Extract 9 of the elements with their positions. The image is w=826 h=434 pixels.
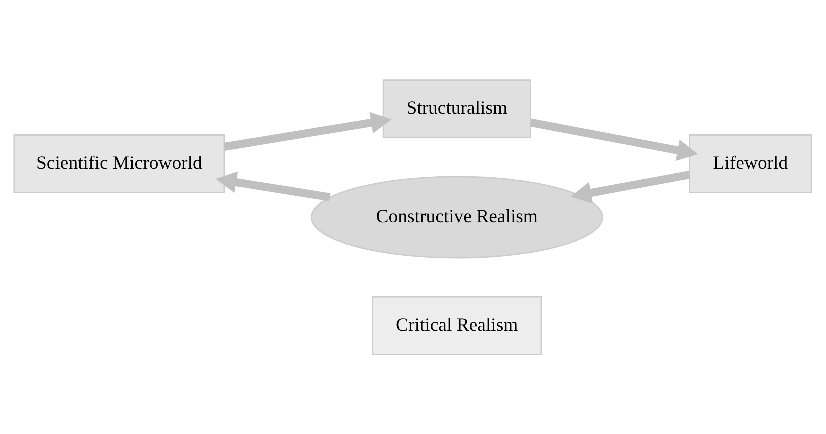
arrow <box>216 171 331 201</box>
arrow <box>224 112 392 150</box>
node-box: Lifeworld <box>689 134 812 193</box>
node-box: Critical Realism <box>372 296 542 355</box>
node-ellipse: Constructive Realism <box>310 176 604 258</box>
node-box: Scientific Microworld <box>14 134 226 193</box>
node-box: Structuralism <box>382 79 532 138</box>
arrow <box>570 170 690 204</box>
arrow <box>530 118 698 161</box>
